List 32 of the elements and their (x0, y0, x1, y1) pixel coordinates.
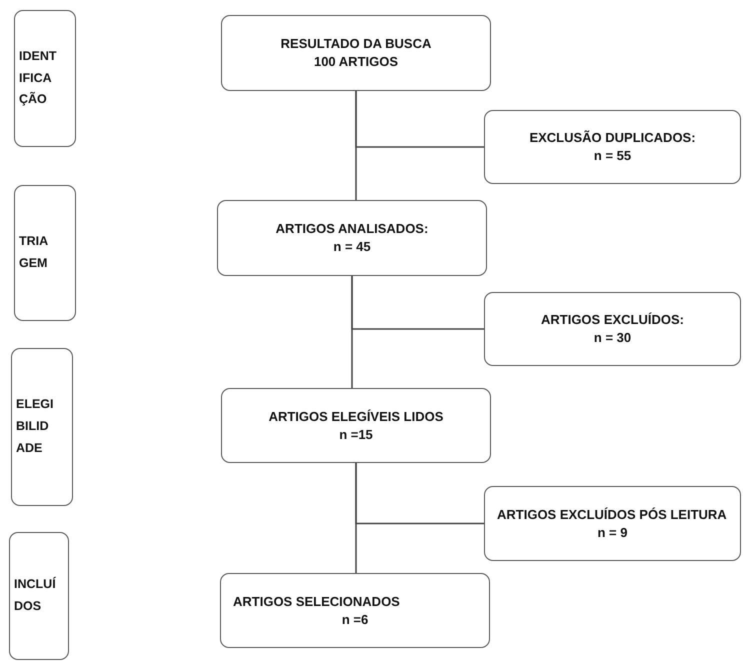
box-heading: ARTIGOS ANALISADOS: (274, 220, 430, 238)
process-box (220, 573, 490, 648)
count-text: n = 30 (592, 329, 632, 347)
exclusion-box (484, 292, 741, 366)
box-heading: ARTIGOS ELEGÍVEIS LIDOS (268, 408, 444, 426)
exclusion-box (484, 486, 741, 561)
box-heading: ARTIGOS EXCLUÍDOS PÓS LEITURA (497, 506, 728, 524)
box-heading: EXCLUSÃO DUPLICADOS: (528, 129, 697, 147)
process-box (217, 200, 487, 276)
stage-label-box (9, 532, 69, 660)
stage-label: INCLUÍ DOS (13, 576, 57, 615)
stage-label: TRIA GEM (18, 233, 49, 272)
stage-label-box (14, 10, 76, 147)
stage-label-box (11, 348, 73, 506)
count-text: n =15 (338, 426, 374, 444)
count-text: n = 9 (596, 524, 628, 542)
box-heading: ARTIGOS EXCLUÍDOS: (540, 311, 685, 329)
connector-line (351, 276, 484, 330)
connector-line (355, 91, 484, 148)
box-heading: RESULTADO DA BUSCA (280, 35, 432, 53)
process-box (221, 388, 491, 463)
exclusion-box (484, 110, 741, 184)
process-box (221, 15, 491, 91)
connector-line (355, 463, 484, 524)
count-text: n = 55 (592, 147, 632, 165)
box-heading: ARTIGOS SELECIONADOS (233, 592, 401, 610)
stage-label: IDENT IFICA ÇÃO (18, 48, 58, 108)
stage-label-box (14, 185, 76, 321)
count-text: 100 ARTIGOS (312, 53, 400, 71)
count-text: n = 45 (332, 238, 372, 256)
stage-label: ELEGI BILID ADE (15, 396, 55, 457)
count-text: n =6 (340, 610, 370, 628)
